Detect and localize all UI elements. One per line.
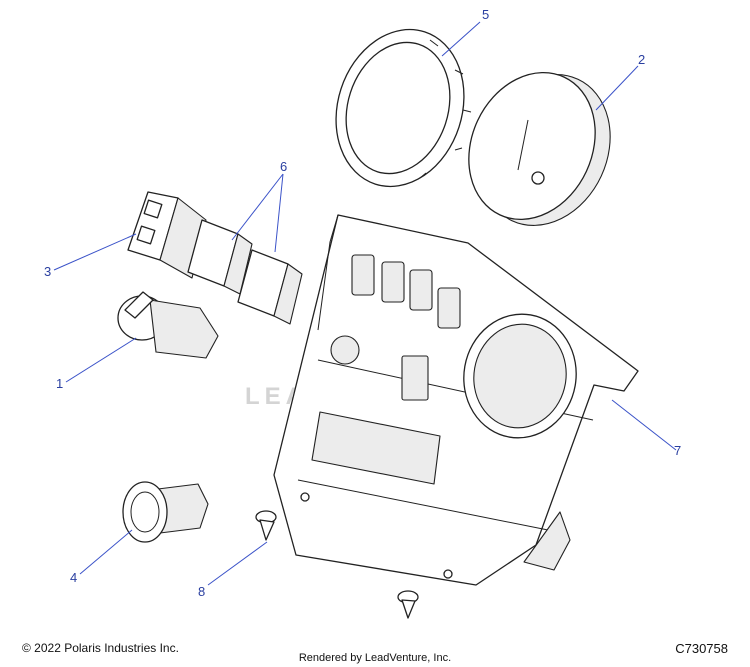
callout-2: 2 — [638, 52, 645, 67]
callout-4: 4 — [70, 570, 77, 585]
leader-lines — [53, 21, 677, 586]
part-gauge — [468, 71, 611, 226]
diagram-reference-code: C730758 — [675, 641, 728, 656]
callout-3: 3 — [44, 264, 51, 279]
rendered-by-text: Rendered by LeadVenture, Inc. — [298, 652, 452, 664]
part-relay-left — [187, 219, 253, 295]
copyright-text: © 2022 Polaris Industries Inc. — [22, 641, 179, 655]
callout-5: 5 — [482, 7, 489, 22]
part-push-rivet-bottom — [397, 590, 419, 619]
part-ignition-switch — [117, 291, 219, 359]
part-push-rivet-left — [255, 510, 277, 541]
part-power-outlet — [122, 481, 209, 543]
callout-6: 6 — [280, 159, 287, 174]
part-bezel-ring — [335, 28, 472, 188]
part-dash-panel — [273, 214, 639, 586]
callout-7: 7 — [674, 443, 681, 458]
part-relay-right — [237, 249, 303, 325]
callout-8: 8 — [198, 584, 205, 599]
callout-1: 1 — [56, 376, 63, 391]
